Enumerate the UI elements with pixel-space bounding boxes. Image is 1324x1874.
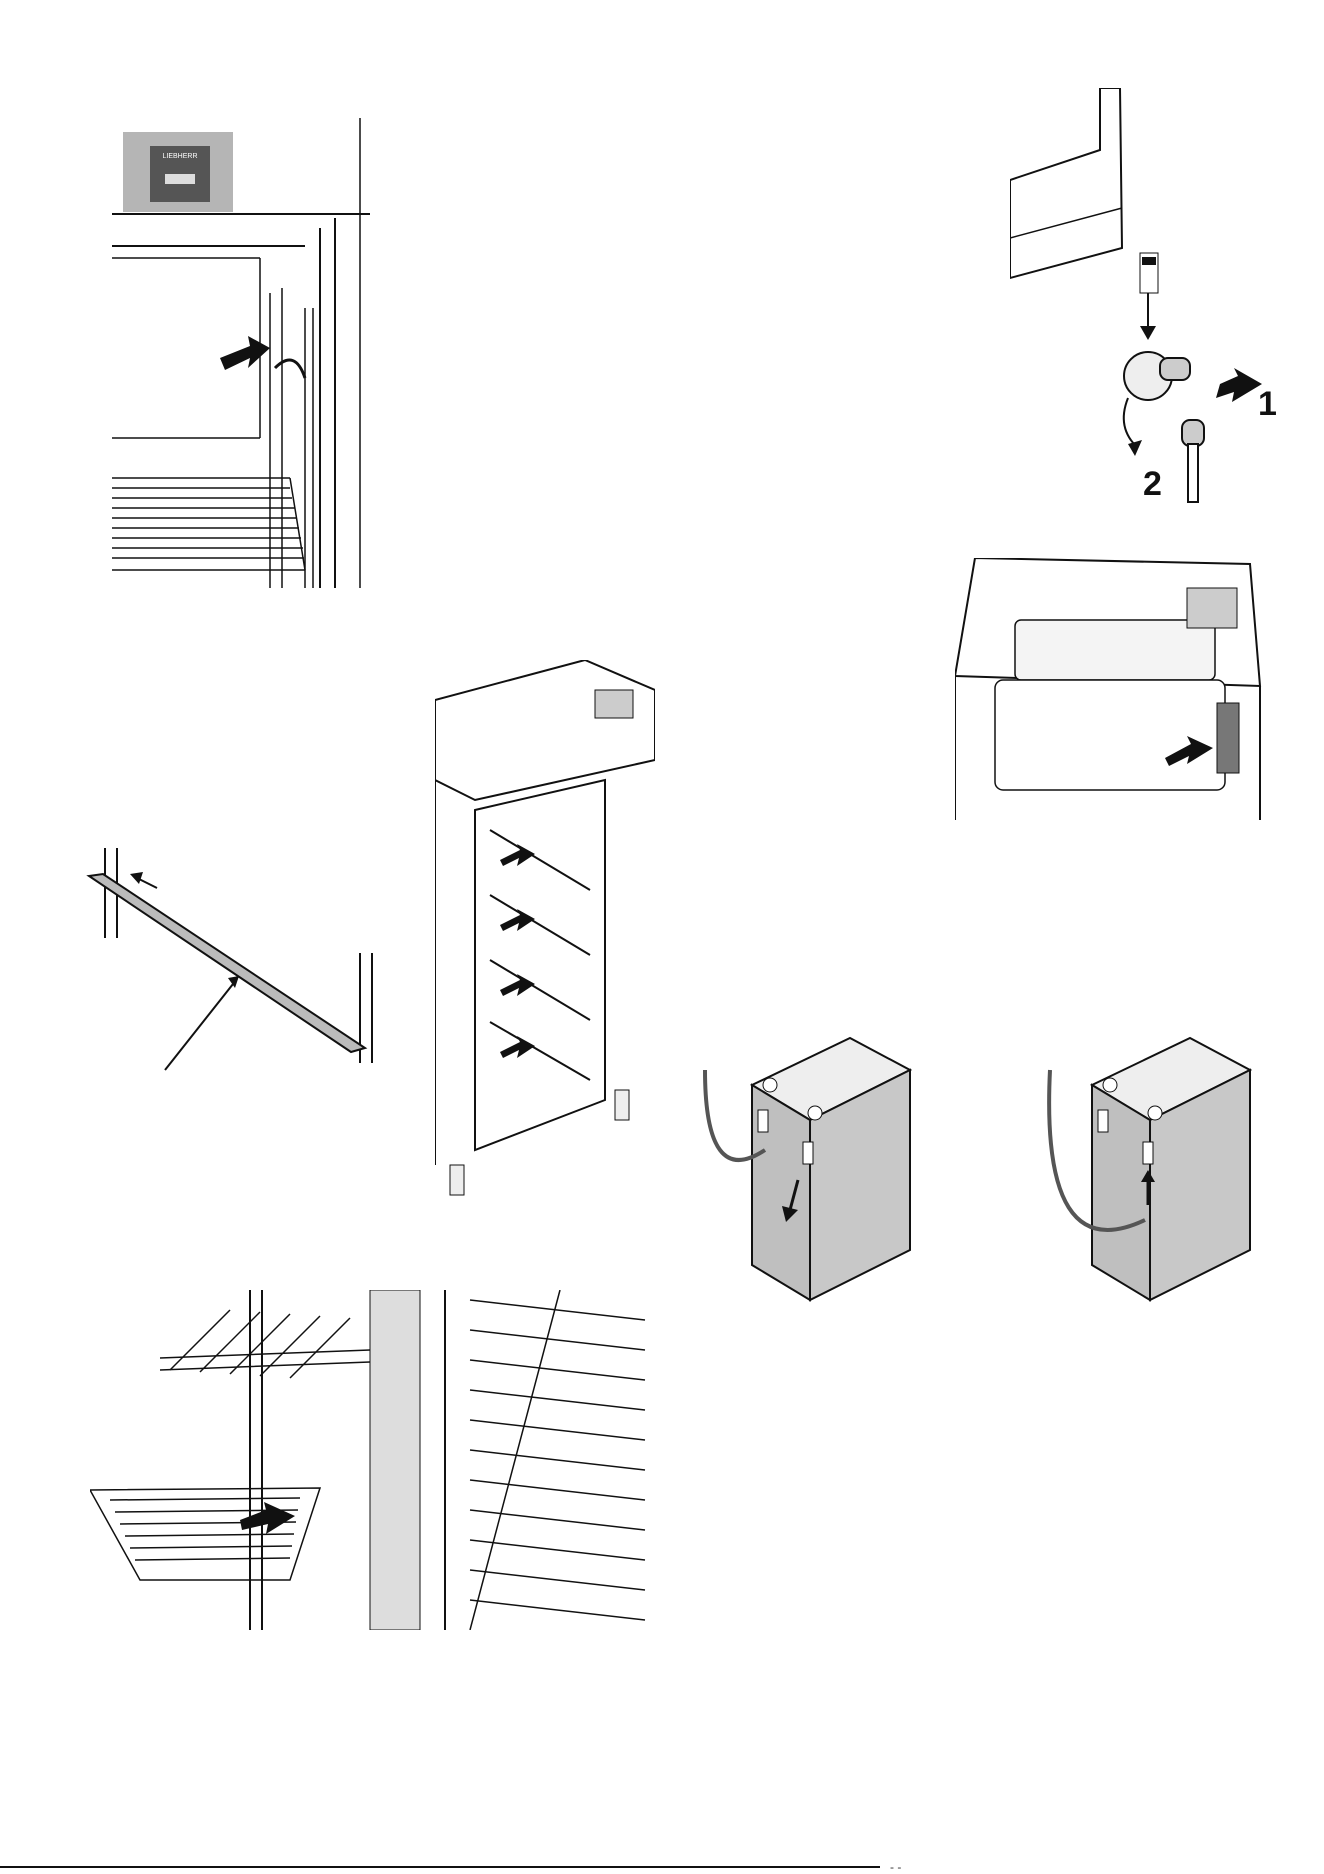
key-lock-illustration — [1010, 88, 1295, 518]
footer-rule — [0, 1866, 880, 1868]
compartment-illustration — [955, 558, 1265, 820]
shelf-bar-illustration — [85, 848, 385, 1088]
step-label-1: 1 — [1258, 385, 1277, 424]
step-label-2: 2 — [1143, 465, 1162, 504]
control-panel-brand: LIEBHERR — [162, 153, 197, 160]
battery-disconnect-illustration — [700, 1030, 920, 1315]
figure-machine-compartment — [955, 558, 1265, 820]
cabinet-illustration — [435, 660, 655, 1205]
figure-shelf-support-rotate: LIEBHERR — [110, 118, 370, 588]
figure-battery-connect — [1040, 1030, 1265, 1315]
figure-shelf-bar-insert — [85, 848, 385, 1088]
figure-wire-shelf-insert — [90, 1290, 650, 1630]
figure-key-lock — [1010, 88, 1295, 518]
battery-connect-illustration — [1040, 1030, 1265, 1315]
figure-cabinet-shelves — [435, 660, 655, 1205]
fridge-interior-illustration: LIEBHERR — [110, 118, 370, 588]
wire-shelf-illustration — [90, 1290, 650, 1630]
figure-battery-disconnect — [700, 1030, 920, 1315]
